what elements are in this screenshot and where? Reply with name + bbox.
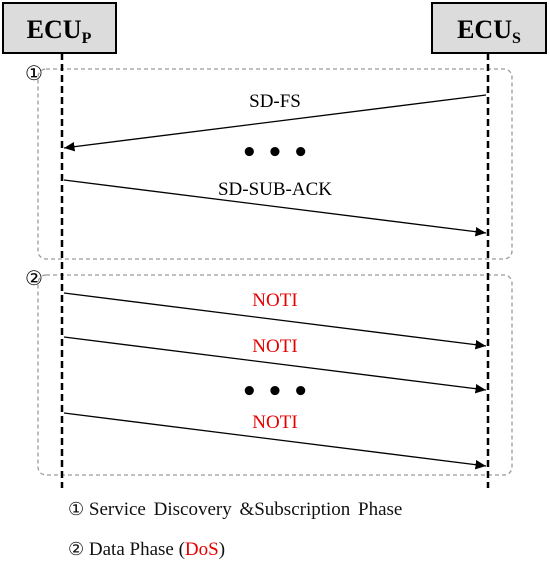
entity-box-ecu-s: ECUS [431, 2, 547, 54]
arrow-noti-2 [63, 336, 487, 394]
legend-phase-1-marker: ① [68, 499, 85, 520]
svg-text:ECUP: ECUP [27, 15, 92, 47]
phase-1-frame [37, 68, 513, 260]
legend-phase-1-text: Service Discovery &Subscription Phase [88, 499, 403, 520]
entity-name-left: ECU [27, 15, 82, 44]
entity-subscript-left: P [82, 30, 92, 47]
arrow-noti-3 [63, 412, 487, 470]
phase-2-marker: ② [25, 266, 43, 290]
ellipsis-phase-1: • • • [241, 138, 309, 168]
arrow-noti-1 [63, 292, 487, 350]
message-label-noti-2: NOTI [252, 336, 297, 357]
ellipsis-phase-2: • • • [241, 377, 309, 407]
arrow-sd-fs [63, 94, 487, 152]
legend-phase-2: ② Data Phase (DoS) [68, 539, 225, 561]
message-label-sd-fs: SD-FS [249, 91, 301, 112]
message-label-noti-1: NOTI [252, 290, 297, 311]
arrow-sd-sub-ack [63, 179, 487, 237]
legend-phase-2-marker: ② [68, 539, 85, 560]
legend-phase-2-text: Data Phase ( [88, 539, 185, 560]
phase-2-frame [37, 274, 513, 476]
legend-phase-2-close: ) [218, 539, 226, 560]
phase-1-marker: ① [25, 61, 43, 85]
message-label-noti-3: NOTI [252, 412, 297, 433]
message-label-sd-sub-ack: SD-SUB-ACK [218, 179, 332, 200]
entity-box-ecu-p: ECUP [2, 2, 117, 54]
legend-phase-2-dos: DoS [184, 539, 219, 560]
legend-phase-1: ① Service Discovery &Subscription Phase [68, 499, 402, 521]
svg-text:ECUS: ECUS [457, 15, 521, 47]
entity-name-right: ECU [457, 15, 512, 44]
entity-subscript-right: S [512, 30, 521, 47]
